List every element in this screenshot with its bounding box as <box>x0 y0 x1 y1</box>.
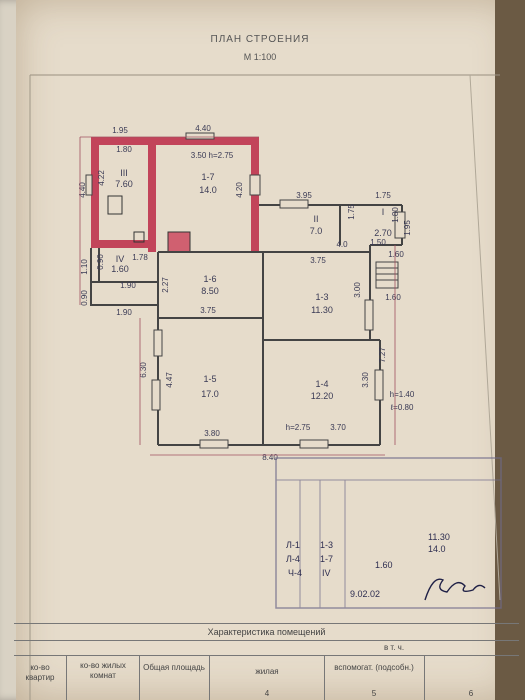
col-total-area: Общая площадь <box>143 663 205 672</box>
fixture-symbol <box>107 195 123 215</box>
room-area-1-7: 14.0 <box>199 185 217 195</box>
table-header: Характеристика помещений <box>14 623 519 641</box>
window-markers <box>85 132 406 449</box>
dim-label: h=1.40 <box>390 390 415 399</box>
document-title: ПЛАН СТРОЕНИЯ <box>210 34 310 45</box>
room-label-1-6: 1-6 <box>203 274 216 284</box>
stamp-row-c: 14.0 <box>428 544 446 554</box>
col-aux: вспомогат. (подсобн.) <box>334 663 414 672</box>
room-label-4: IV <box>116 254 125 264</box>
dim-label: 3.75 <box>310 256 326 265</box>
dim-label: 3.70 <box>330 423 346 432</box>
dim-label: 4.0 <box>336 240 348 249</box>
dim-label: 1.90 <box>116 308 132 317</box>
dim-label: 1.60 <box>385 293 401 302</box>
room-label-1-5: 1-5 <box>203 374 216 384</box>
dim-label: h=2.75 <box>286 423 311 432</box>
col-living-rooms: ко-во жилых комнат <box>80 661 126 680</box>
dim-label: 1.95 <box>403 220 412 236</box>
dim-label: 3.80 <box>204 429 220 438</box>
room-label-2: II <box>313 214 318 224</box>
entrance-stairs <box>375 261 399 289</box>
fixture-symbol <box>133 231 145 243</box>
room-area-1-4: 12.20 <box>311 391 334 401</box>
dim-label: 4.40 <box>195 124 211 133</box>
dim-label: 3.00 <box>353 282 362 298</box>
col-number: 4 <box>264 689 270 698</box>
col-number: 5 <box>371 689 377 698</box>
room-area-2: 7.0 <box>310 226 323 236</box>
dim-label: 1.78 <box>132 253 148 262</box>
col-number: 6 <box>468 689 474 698</box>
room-area-1-3: 11.30 <box>311 305 333 315</box>
room-area-1-6: 8.50 <box>201 286 219 296</box>
dim-label: 4.22 <box>97 170 106 186</box>
dim-label: 4.20 <box>235 182 244 198</box>
registry-stamp <box>275 457 502 609</box>
dim-label: 1.80 <box>391 207 400 223</box>
col-apartments: ко-во квартир <box>25 663 55 682</box>
stamp-row-b: 1-3 <box>320 540 333 550</box>
dim-label: 4.47 <box>165 372 174 388</box>
dim-label: 3.50 h=2.75 <box>191 151 234 160</box>
room-area-1-5: 17.0 <box>201 389 219 399</box>
stamp-row-b: 1-7 <box>320 554 333 564</box>
dim-label: 4.40 <box>78 182 87 198</box>
dim-label: 2.27 <box>161 277 170 293</box>
stamp-date: 9.02.02 <box>350 589 380 599</box>
room-label-1: I <box>382 207 385 217</box>
stamp-row-a: Ч-4 <box>288 568 302 578</box>
dim-label: 1.75 <box>375 191 391 200</box>
dim-label: 1.90 <box>120 281 136 290</box>
stamp-row-a: Л-1 <box>286 540 300 550</box>
room-label-3: III <box>120 168 128 178</box>
dim-label: ℓ=0.80 <box>390 403 414 412</box>
table-subheader: в т. ч. <box>383 643 405 652</box>
document-scale: М 1:100 <box>243 52 277 62</box>
dim-label: 1.50 <box>370 238 386 247</box>
room-area-3: 7.60 <box>115 179 133 189</box>
stamp-row-b: IV <box>322 568 331 578</box>
dim-label: 6.30 <box>139 362 148 378</box>
room-label-1-4: 1-4 <box>315 379 328 389</box>
dim-label: 1.95 <box>112 126 128 135</box>
dim-label: 1.60 <box>388 250 404 259</box>
stamp-row-c: 1.60 <box>375 560 393 570</box>
room-label-1-3: 1-3 <box>315 292 328 302</box>
dim-label: 0.90 <box>80 290 89 306</box>
dim-label: 8.40 <box>262 453 278 462</box>
room-area-1: 2.70 <box>374 228 392 238</box>
dimension-lines <box>79 136 396 456</box>
room-label-1-7: 1-7 <box>201 172 214 182</box>
rooms-characteristics-table: Характеристика помещений в т. ч. ко-во к… <box>14 623 519 700</box>
dim-label: 1.75 <box>347 204 356 220</box>
col-living: жилая <box>255 667 279 676</box>
dim-label: 1.80 <box>116 145 132 154</box>
room-area-4: 1.60 <box>111 264 129 274</box>
dim-label: 3.95 <box>296 191 312 200</box>
dim-label: 3.75 <box>200 306 216 315</box>
dim-label: 0.90 <box>96 254 105 270</box>
table-edge <box>495 0 525 700</box>
dim-label: 7.27 <box>378 347 387 363</box>
stove <box>167 231 191 253</box>
stamp-row-c: 11.30 <box>428 532 450 542</box>
dim-label: 3.30 <box>361 372 370 388</box>
signature <box>424 578 486 601</box>
stamp-row-a: Л-4 <box>286 554 300 564</box>
dim-label: 1.10 <box>80 259 89 275</box>
